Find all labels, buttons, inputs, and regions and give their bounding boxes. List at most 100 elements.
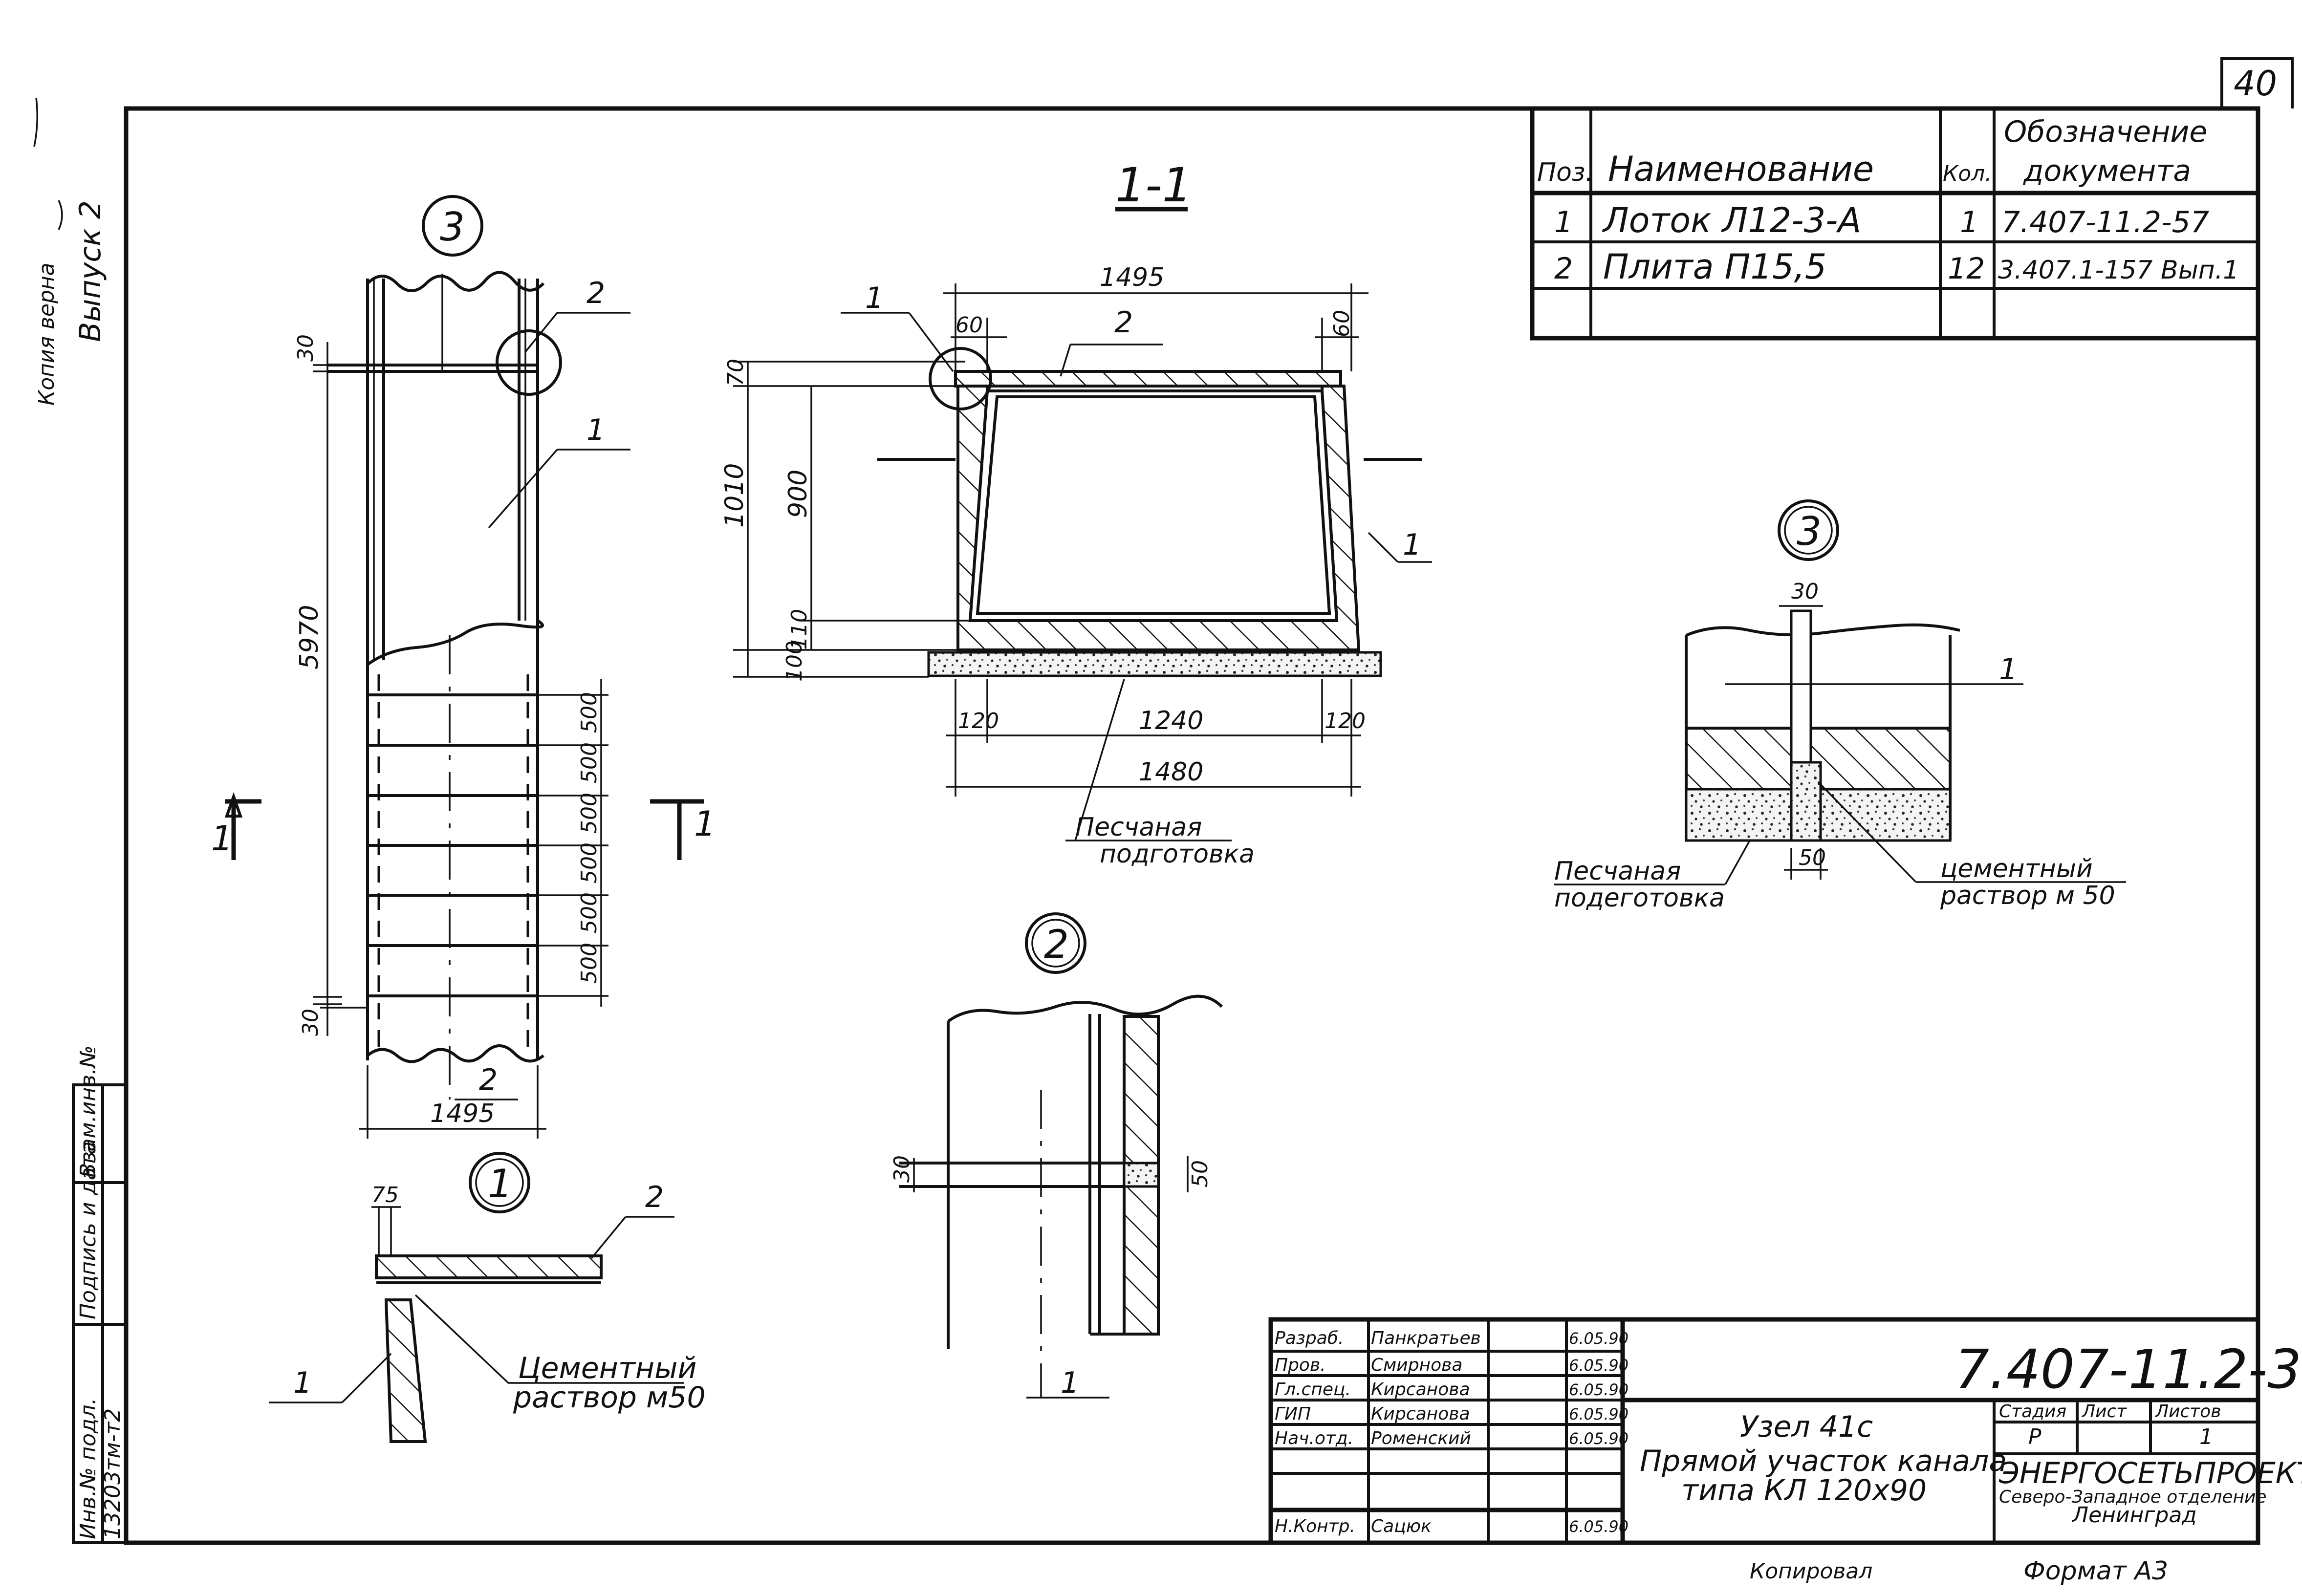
tb-org-branch: Северо-Западное отделение <box>1999 1487 2267 1507</box>
tb-name-1: Панкратьев <box>1371 1328 1481 1348</box>
tb-role-3: Гл.спец. <box>1275 1380 1351 1400</box>
node3-mortar: 50 <box>1799 845 1826 870</box>
stamp-inv-orig: Инв.№ подл. <box>76 1398 101 1539</box>
tb-date-7: 6.05.90 <box>1569 1517 1629 1536</box>
plan-spacing-4: 500 <box>577 842 602 884</box>
plan-pos1: 1 <box>586 413 605 447</box>
node2-mortar: 50 <box>1188 1160 1213 1187</box>
plan-pos2-bottom: 2 <box>479 1063 498 1097</box>
sec-pos1: 1 <box>865 281 884 315</box>
tb-date-2: 6.05.90 <box>1569 1356 1629 1375</box>
plan-spacing-5: 500 <box>577 892 602 933</box>
tb-role-1: Разраб. <box>1275 1328 1344 1348</box>
sec-dim-bottom: 110 <box>787 609 812 650</box>
tb-org-city: Ленинград <box>2071 1503 2197 1528</box>
sec-dim-edge-left: 60 <box>956 313 983 338</box>
sec-dim-wall-left: 120 <box>958 709 999 733</box>
tb-role-2: Пров. <box>1275 1355 1326 1375</box>
sec-pos1-right: 1 <box>1403 528 1421 562</box>
node-1-detail: 1 75 2 1 Цементный раствор м50 <box>269 1152 706 1443</box>
node3-sand-1: Песчаная <box>1554 857 1681 886</box>
node3-pos1: 1 <box>1999 652 2018 687</box>
stamp-sign-date: Подпись и дата <box>76 1142 101 1319</box>
tb-date-3: 6.05.90 <box>1569 1380 1629 1399</box>
node3-gap: 30 <box>1791 579 1819 604</box>
sec-dim-overall: 1495 <box>1100 263 1164 292</box>
node1-pos2: 2 <box>645 1180 664 1214</box>
node1-mortar-2: раствор м50 <box>513 1380 706 1415</box>
stamp-inv-replace: Взам.инв.№ <box>76 1045 101 1178</box>
tb-role-5: Нач.отд. <box>1275 1428 1353 1448</box>
plan-spacing-1: 500 <box>577 692 602 733</box>
issue-note: Выпуск 2 <box>73 200 108 342</box>
tb-name-3: Кирсанова <box>1371 1380 1470 1400</box>
left-stamp: Инв.№ подл. Подпись и дата Взам.инв.№ 13… <box>72 1045 128 1544</box>
spec-row1-pos: 1 <box>1554 205 1573 239</box>
margin-notes: Копия верна Выпуск 2 <box>33 97 108 406</box>
tb-name-4: Кирсанова <box>1371 1404 1470 1424</box>
node1-mortar-1: Цементный <box>518 1351 696 1385</box>
node1-dim: 75 <box>371 1183 399 1208</box>
spec-header-name: Наименование <box>1608 149 1874 189</box>
node-3-label: 3 <box>440 204 465 250</box>
spec-header-qty: Кол. <box>1943 161 1992 186</box>
plan-dim-bottom: 30 <box>298 1009 323 1036</box>
sec-dim-sand: 100 <box>782 641 807 682</box>
plan-dim-length: 5970 <box>295 605 324 669</box>
node-1-label: 1 <box>488 1161 513 1207</box>
copy-note: Копия верна <box>34 262 59 406</box>
tb-sheet-label: Лист <box>2081 1402 2127 1422</box>
node-3-detail-label: 3 <box>1797 509 1822 554</box>
sec-pos2: 2 <box>1114 305 1133 340</box>
spec-table: Поз. Наименование Кол. Обозначение докум… <box>1530 106 2260 341</box>
tb-role-4: ГИП <box>1275 1404 1311 1424</box>
section-mark-left: 1 <box>211 819 233 859</box>
tb-name-2: Смирнова <box>1371 1355 1462 1375</box>
node2-gap: 30 <box>890 1155 914 1183</box>
footer-copied: Копировал <box>1750 1559 1872 1584</box>
footer: Копировал Формат А3 <box>1750 1556 2168 1586</box>
node3-sand-2: подеготовка <box>1554 884 1725 913</box>
tb-title-line1: Узел 41с <box>1740 1410 1873 1444</box>
tb-date-4: 6.05.90 <box>1569 1405 1629 1423</box>
sec-dim-inner-width: 1240 <box>1139 706 1203 735</box>
tb-name-7: Сацюк <box>1371 1516 1432 1536</box>
sec-sand-label-1: Песчаная <box>1075 813 1202 842</box>
sec-dim-inner: 900 <box>783 470 813 518</box>
tb-title-line2: Прямой участок канала <box>1640 1444 2007 1478</box>
node2-pos1: 1 <box>1061 1366 1079 1400</box>
section-title: 1-1 <box>1115 158 1192 213</box>
spec-row2-pos: 2 <box>1554 252 1573 286</box>
node3-mortar-2: раствор м 50 <box>1940 881 2115 910</box>
tb-doc-code: 7.407-11.2-34 <box>1955 1338 2302 1401</box>
spec-row1-doc: 7.407-11.2-57 <box>2001 205 2209 239</box>
node-3-detail: 3 1 30 50 Песчаная подеготовка цементный… <box>1554 499 2126 913</box>
spec-row2-qty: 12 <box>1948 252 1985 286</box>
title-block: Разраб. Панкратьев 6.05.90 Пров. Смирнов… <box>1268 1317 2302 1545</box>
plan-view: 30 5970 30 500 500 500 500 500 500 1495 … <box>211 195 716 1139</box>
plan-spacing-3: 500 <box>577 793 602 834</box>
tb-org-name: ЭНЕРГОСЕТЬПРОЕКТ <box>1998 1456 2302 1490</box>
plan-spacing-2: 500 <box>577 742 602 783</box>
sec-dim-total: 1010 <box>720 463 749 528</box>
node-2-label: 2 <box>1044 922 1069 967</box>
node1-pos1: 1 <box>293 1366 312 1400</box>
tb-date-1: 6.05.90 <box>1569 1329 1629 1348</box>
sheet-number: 40 <box>2234 64 2277 104</box>
spec-row1-name: Лоток Л12-3-А <box>1602 200 1861 240</box>
plan-dim-width: 1495 <box>430 1099 495 1128</box>
spec-header-pos: Поз. <box>1537 158 1593 187</box>
section-mark-right: 1 <box>694 804 716 844</box>
sec-dim-edge-right: 60 <box>1329 310 1354 337</box>
tb-sheets-label: Листов <box>2154 1402 2221 1422</box>
node3-mortar-1: цементный <box>1940 854 2093 884</box>
tb-role-7: Н.Контр. <box>1275 1516 1355 1536</box>
plan-spacing-6: 500 <box>577 943 602 984</box>
spec-header-doc-1: Обозначение <box>2004 115 2207 149</box>
tb-title-line3: типа КЛ 120х90 <box>1681 1473 1927 1508</box>
sec-dim-slab: 70 <box>723 359 748 386</box>
spec-header-doc-2: документа <box>2023 154 2191 188</box>
spec-row2-name: Плита П15,5 <box>1603 247 1826 287</box>
node-2-detail: 2 1 30 50 <box>890 912 1223 1400</box>
